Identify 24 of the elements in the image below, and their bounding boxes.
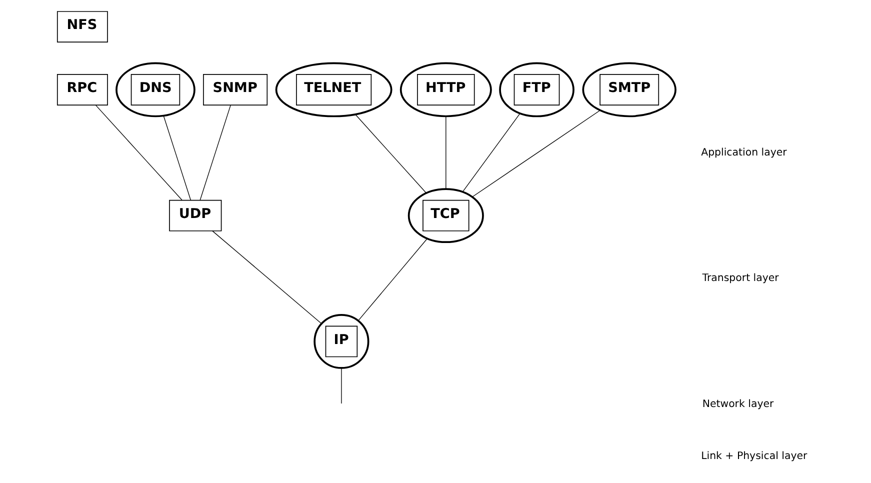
label: Application layer bbox=[701, 147, 787, 158]
node-ellipse: FTP bbox=[499, 62, 574, 118]
node-ellipse: SMTP bbox=[582, 62, 676, 118]
label: Transport layer bbox=[702, 273, 779, 284]
node-ellipse: HTTP bbox=[400, 62, 492, 118]
node-ellipse: TELNET bbox=[275, 62, 392, 118]
connector bbox=[358, 238, 428, 321]
connector bbox=[200, 104, 231, 200]
node-box: UDP bbox=[169, 200, 222, 232]
node-circle: IP bbox=[314, 314, 370, 369]
label: Link + Physical layer bbox=[701, 450, 808, 462]
label: Network layer bbox=[702, 399, 774, 410]
connector bbox=[212, 230, 322, 324]
connector bbox=[95, 104, 182, 200]
node-box: SNMP bbox=[203, 74, 268, 106]
node-box: NFS bbox=[56, 11, 108, 42]
node-box: RPC bbox=[56, 74, 108, 106]
connector bbox=[462, 113, 520, 192]
connector bbox=[163, 115, 192, 200]
connector bbox=[472, 110, 600, 198]
connector bbox=[341, 368, 342, 404]
connector bbox=[355, 114, 427, 194]
node-ellipse: TCP bbox=[408, 188, 484, 244]
node-ellipse: DNS bbox=[116, 62, 196, 118]
